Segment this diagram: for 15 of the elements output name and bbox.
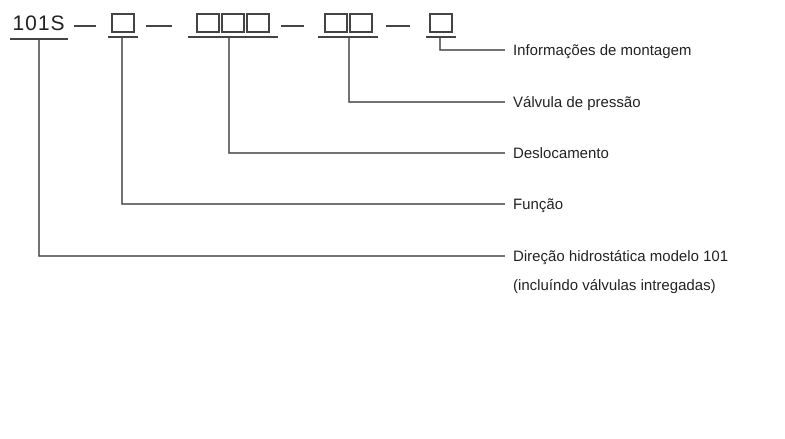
part-label: Função xyxy=(513,190,773,219)
leader-line xyxy=(348,38,505,103)
code-box-group xyxy=(318,13,378,38)
code-box-group xyxy=(188,13,278,38)
leader-line xyxy=(38,40,505,257)
code-box xyxy=(108,13,138,38)
part-label: Direção hidrostática modelo 101 (incluíndo válvulas intregadas) xyxy=(513,242,768,300)
model-code: 101S xyxy=(10,13,68,40)
code-box xyxy=(426,13,456,38)
leader-line xyxy=(439,38,505,51)
part-label: Informações de montagem xyxy=(513,36,773,65)
leader-line xyxy=(121,38,505,205)
part-label: Deslocamento xyxy=(513,139,773,168)
part-label: Válvula de pressão xyxy=(513,88,773,117)
leader-line xyxy=(228,38,505,154)
